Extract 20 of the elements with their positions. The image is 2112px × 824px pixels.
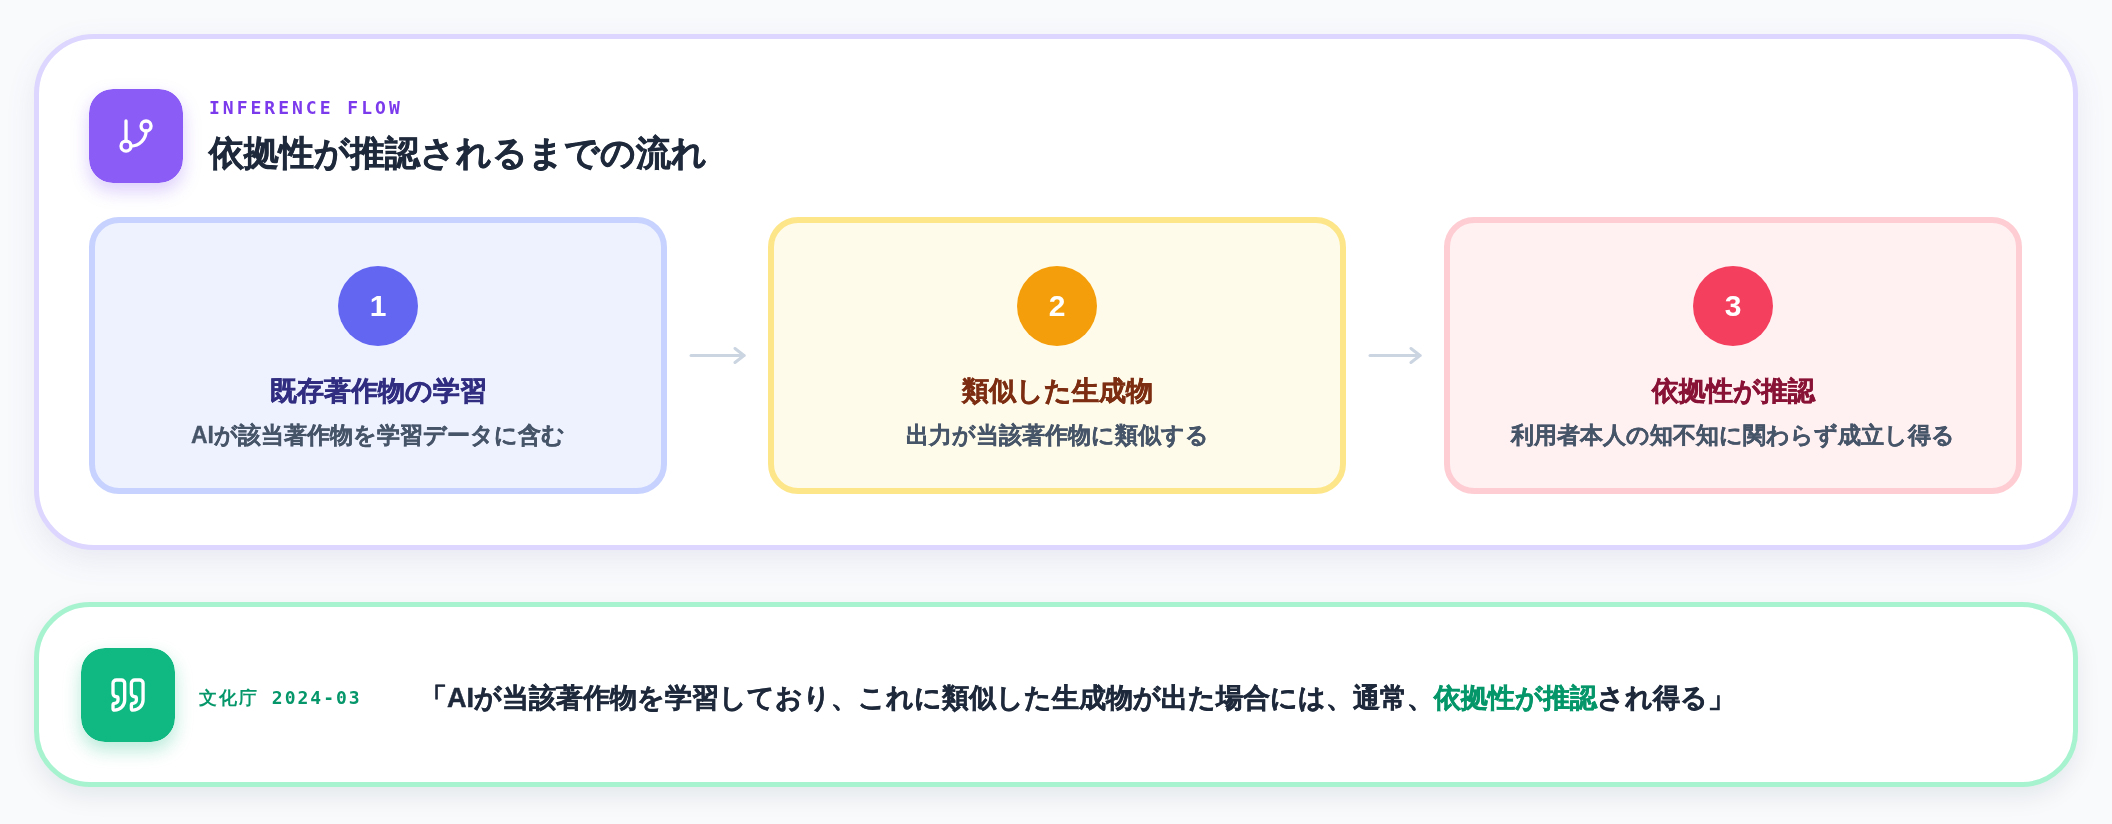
step-card bbox=[1444, 217, 2022, 494]
number-badge: 1 bbox=[338, 266, 418, 346]
arrow bbox=[689, 347, 746, 364]
step-description: 利用者本人の知不知に関わらず成立し得る bbox=[1511, 421, 1955, 449]
number-badge: 2 bbox=[1017, 266, 1097, 346]
step-heading: 依拠性が推認 bbox=[1651, 375, 1815, 408]
step-description: 出力が当該著作物に類似する bbox=[905, 421, 1209, 449]
flow-card bbox=[34, 34, 2078, 550]
source-label: 文化庁 2024-03 bbox=[199, 687, 362, 709]
step-heading: 類似した生成物 bbox=[961, 375, 1153, 408]
card-title: 依拠性が推認されるまでの流れ bbox=[209, 132, 707, 174]
arrow bbox=[1368, 347, 1422, 364]
quote-card bbox=[34, 602, 2078, 787]
step-description: AIが該当著作物を学習データに含む bbox=[191, 421, 565, 449]
number-badge: 3 bbox=[1693, 266, 1773, 346]
step-card bbox=[768, 217, 1346, 494]
eyebrow-label: INFERENCE FLOW bbox=[209, 97, 403, 119]
step-heading: 既存著作物の学習 bbox=[269, 375, 487, 408]
step-card bbox=[89, 217, 667, 494]
quote-text: 「AIが当該著作物を学習しており、これに類似した生成物が出た場合には、通常、依拠性が推認され得る」 bbox=[420, 682, 1735, 715]
